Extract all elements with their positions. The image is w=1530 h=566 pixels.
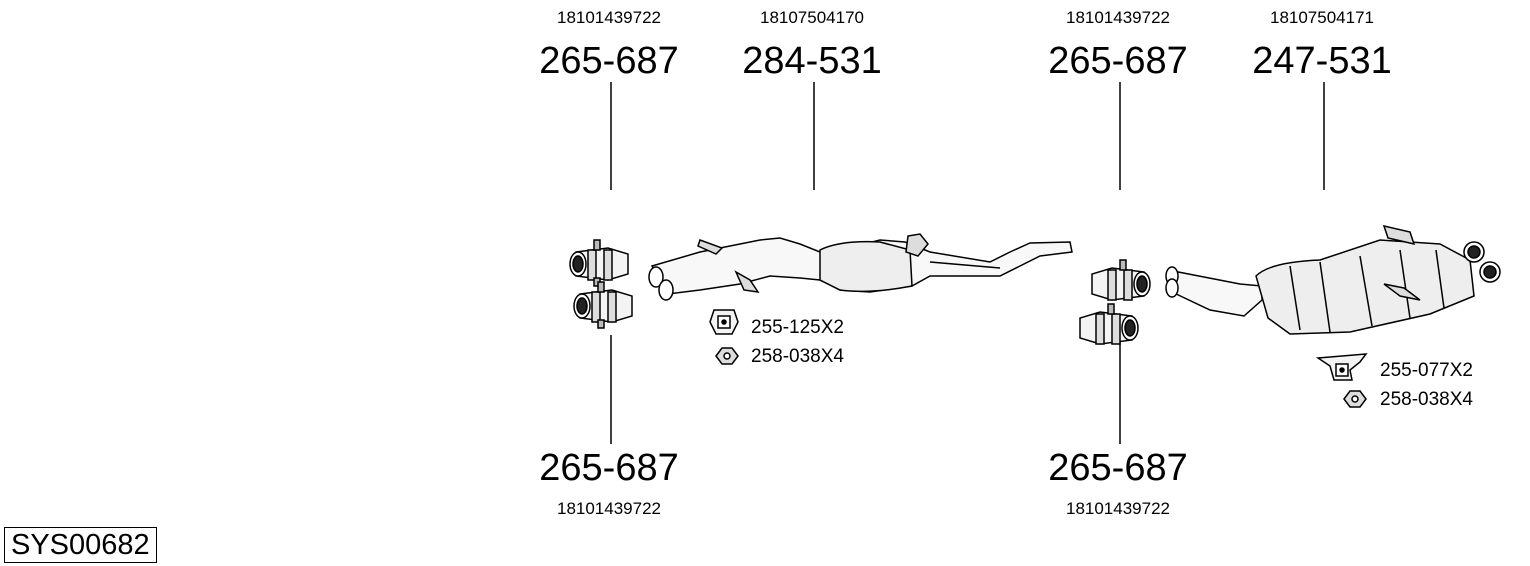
callout-ref-1: 18101439722 (556, 8, 661, 27)
callout-ref-4: 18107504171 (1269, 8, 1374, 27)
hardware-label-4[interactable]: 258-038X4 (1380, 389, 1473, 410)
nut-icon (1343, 390, 1367, 408)
callout-part-1[interactable]: 265-687 (539, 40, 679, 82)
callout-ref-3: 18101439722 (1065, 8, 1170, 27)
callout-ref-2: 18107504170 (759, 8, 864, 27)
rubber-hanger-icon (1315, 353, 1368, 381)
hardware-label-3[interactable]: 255-077X2 (1380, 360, 1473, 381)
clamp-icon (569, 239, 633, 329)
middle-silencer-icon (648, 233, 1073, 301)
callout-part-6[interactable]: 265-687 (1048, 447, 1188, 489)
callout-part-3[interactable]: 265-687 (1048, 40, 1188, 82)
system-code-box: SYS00682 (4, 527, 157, 563)
hardware-label-2[interactable]: 258-038X4 (751, 346, 844, 367)
clamp-icon (1079, 259, 1151, 345)
callout-ref-6: 18101439722 (1065, 499, 1170, 518)
callout-part-2[interactable]: 284-531 (742, 40, 882, 82)
rear-silencer-icon (1165, 224, 1501, 335)
rubber-hanger-icon (709, 309, 739, 335)
callout-ref-5: 18101439722 (556, 499, 661, 518)
nut-icon (715, 347, 739, 365)
callout-part-4[interactable]: 247-531 (1252, 40, 1392, 82)
callout-part-5[interactable]: 265-687 (539, 447, 679, 489)
hardware-label-1[interactable]: 255-125X2 (751, 317, 844, 338)
